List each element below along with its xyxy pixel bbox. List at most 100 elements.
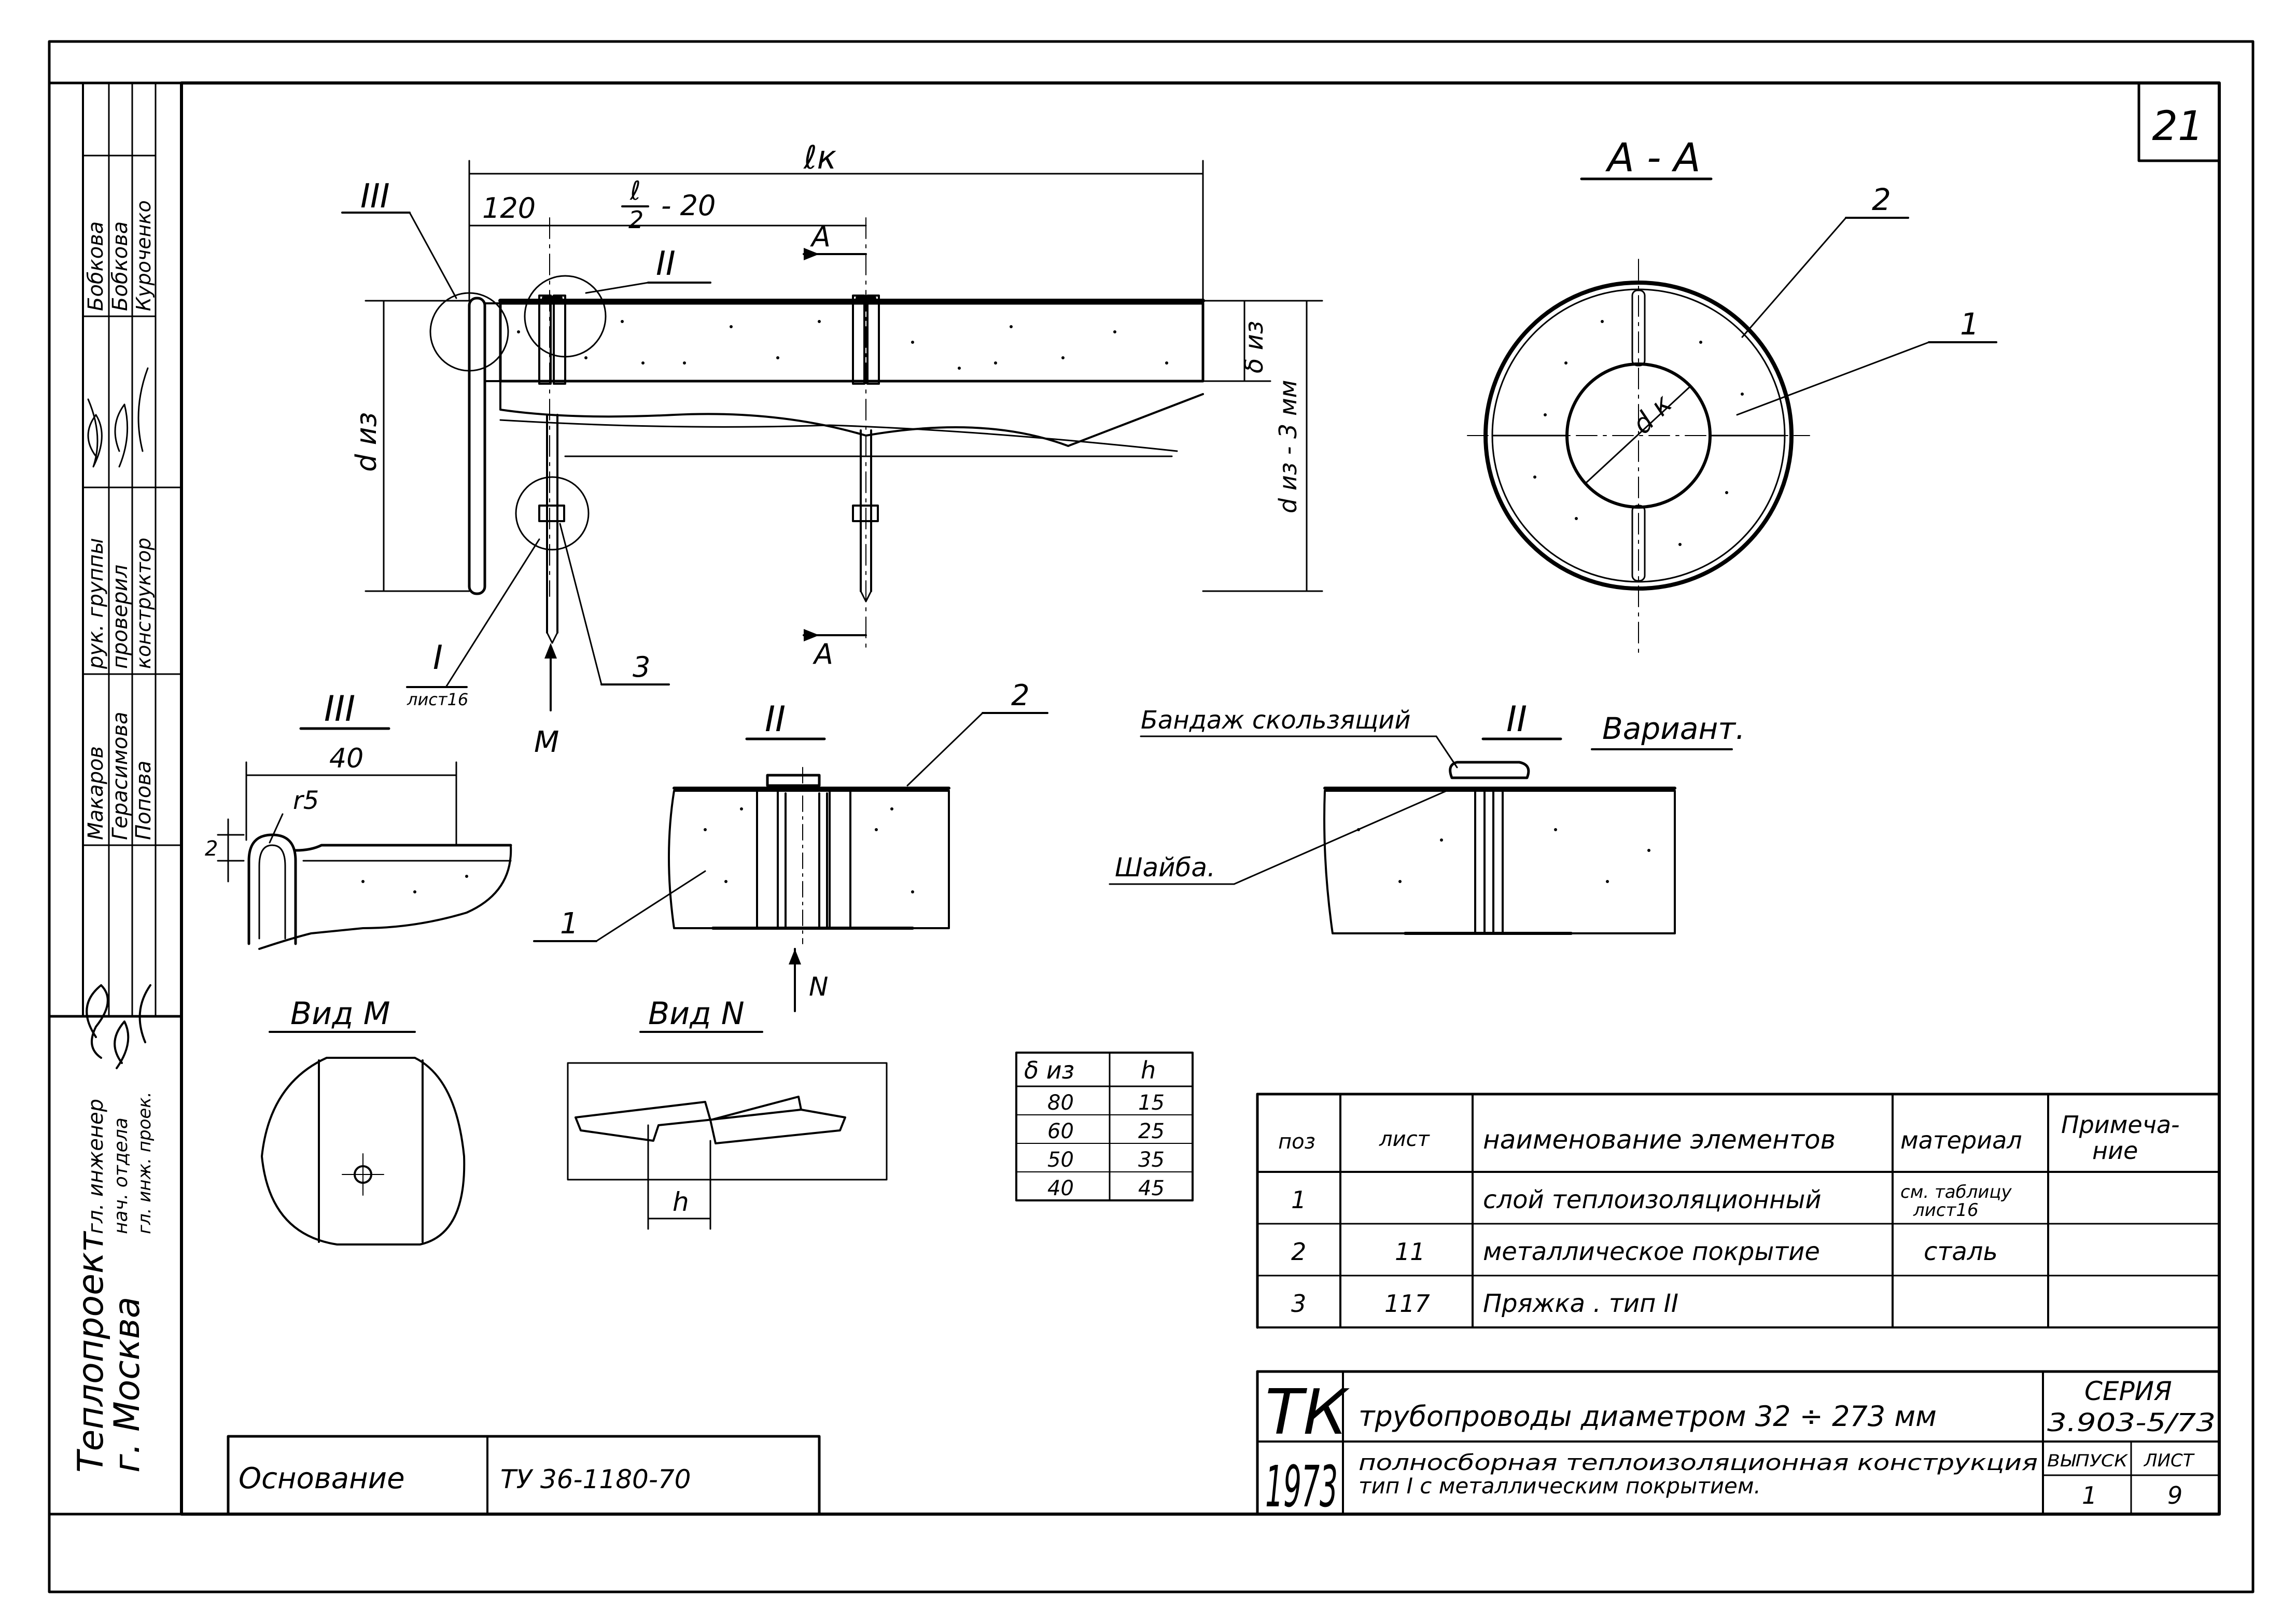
view-N-frame bbox=[567, 1062, 888, 1181]
org-line1: Теплопроект bbox=[71, 1230, 111, 1473]
spec-header-note-2: ние bbox=[2092, 1137, 2138, 1165]
spec-row-2-material: сталь bbox=[1924, 1237, 1998, 1266]
role-ruk-gruppy: рук. группы bbox=[84, 538, 108, 669]
section-AA-title: А - А bbox=[1605, 134, 1701, 180]
dim-lk: ℓк bbox=[803, 138, 837, 176]
series-label: СЕРИЯ bbox=[2084, 1376, 2172, 1406]
section-mark-top: A bbox=[810, 220, 831, 253]
h-table-cell: 50 bbox=[1047, 1148, 1074, 1172]
dim-l-half-tail: - 20 bbox=[661, 189, 716, 222]
spec-header-note-1: Примеча- bbox=[2061, 1111, 2180, 1139]
spec-row-2-pos: 2 bbox=[1291, 1238, 1306, 1266]
role-konstruktor: конструктор bbox=[132, 538, 155, 669]
name-popova: Попова bbox=[132, 761, 156, 840]
section-AA: А - А d к 2 1 bbox=[1467, 134, 1997, 654]
role-nach-otdela: нач. отдела bbox=[110, 1117, 132, 1234]
name-bobkova-1: Бобкова bbox=[84, 221, 108, 311]
page-number: 21 bbox=[2152, 103, 2203, 150]
callout-III: III bbox=[360, 177, 390, 216]
signature-scribble bbox=[86, 984, 151, 1069]
band-label: Бандаж скользящий bbox=[1141, 706, 1411, 735]
issue-value: 1 bbox=[2082, 1481, 2097, 1509]
view-M: Вид М bbox=[261, 996, 466, 1246]
h-table-cell: 45 bbox=[1138, 1177, 1165, 1200]
spec-row-3-sheet: 117 bbox=[1384, 1290, 1430, 1318]
detail-III-dim-40: 40 bbox=[329, 743, 363, 774]
view-N-dim-h: h bbox=[673, 1187, 689, 1217]
view-N-title: Вид N bbox=[648, 996, 745, 1032]
spec-row-2-sheet: 11 bbox=[1395, 1238, 1425, 1266]
view-arrow-N: N bbox=[809, 972, 828, 1002]
detail-III-circle bbox=[429, 292, 509, 372]
buckle-1 bbox=[538, 295, 566, 644]
detail-I-circle bbox=[515, 476, 590, 551]
spec-row-1-name: слой теплоизоляционный bbox=[1483, 1185, 1822, 1214]
signature-strip: гл. инженер нач. отдела гл. инж. проек. … bbox=[48, 82, 183, 1234]
issue-label: ВЫПУСК bbox=[2047, 1451, 2128, 1471]
h-table-cell: 40 bbox=[1047, 1177, 1074, 1200]
spec-header-sheet: лист bbox=[1379, 1127, 1431, 1151]
spec-row-1-material-2: лист16 bbox=[1913, 1200, 1979, 1221]
h-table-header-h: h bbox=[1141, 1056, 1156, 1084]
spec-row-1-material-1: см. таблицу bbox=[1900, 1182, 2012, 1202]
basis-label: Основание bbox=[239, 1462, 405, 1495]
section-pos2: 2 bbox=[1872, 182, 1891, 217]
dim-l-half-den: 2 bbox=[628, 206, 643, 234]
sheet-value: 9 bbox=[2167, 1481, 2182, 1509]
signature-scribble bbox=[87, 367, 149, 468]
basis-block: Основание ТУ 36-1180-70 bbox=[227, 1435, 821, 1516]
spec-row-2-name: металлическое покрытие bbox=[1483, 1237, 1820, 1266]
section-mark-bottom: A bbox=[813, 638, 833, 670]
name-kurochenko: Куроченко bbox=[132, 200, 155, 311]
name-makarov: Макаров bbox=[84, 746, 108, 840]
dim-l-half-num: ℓ bbox=[629, 176, 641, 206]
callout-3: 3 bbox=[633, 651, 650, 683]
detail-III-dim-2: 2 bbox=[205, 837, 218, 861]
detail-II: II 2 1 N bbox=[533, 679, 1048, 1012]
dim-diz3: d из - 3 мм bbox=[1274, 380, 1302, 513]
detail-II-title: II bbox=[765, 699, 786, 740]
detail-III-title: III bbox=[324, 689, 355, 730]
h-table-cell: 15 bbox=[1138, 1091, 1165, 1115]
name-bobkova-2: Бобкова bbox=[108, 221, 132, 311]
dim-120: 120 bbox=[482, 192, 536, 225]
title-line2: полносборная теплоизоляционная конструкц… bbox=[1359, 1450, 2038, 1475]
spec-table: поз лист наименование элементов материал… bbox=[1256, 1093, 2221, 1329]
dim-diz: d из bbox=[350, 412, 383, 472]
title-line1: трубопроводы диаметром 32 ÷ 273 мм bbox=[1359, 1400, 1937, 1433]
title-line3: тип I с металлическим покрытием. bbox=[1359, 1473, 1761, 1499]
view-N-zigzag bbox=[575, 1096, 802, 1142]
h-table-header-diz: δ из bbox=[1024, 1056, 1074, 1084]
series-value: 3.903-5/73 bbox=[2047, 1408, 2216, 1437]
h-table-cell: 25 bbox=[1138, 1120, 1165, 1143]
buckle-2 bbox=[852, 295, 880, 603]
year-mark: 1973 bbox=[1265, 1453, 1338, 1520]
detail-III-dim-r5: r5 bbox=[293, 786, 319, 815]
title-block: ТК 1973 трубопроводы диаметром 32 ÷ 273 … bbox=[1256, 1370, 2221, 1520]
callout-I: I bbox=[433, 639, 443, 677]
spec-row-1-pos: 1 bbox=[1291, 1186, 1306, 1214]
name-gerasimova: Герасимова bbox=[108, 711, 132, 840]
spec-header-pos: поз bbox=[1278, 1130, 1315, 1154]
role-gl-inzh-proek: гл. инж. проек. bbox=[134, 1092, 155, 1234]
section-dk: d к bbox=[1627, 388, 1678, 440]
h-table-cell: 35 bbox=[1138, 1148, 1165, 1172]
insulation-layer bbox=[499, 302, 1205, 383]
variant-label: Вариант. bbox=[1602, 711, 1745, 746]
pipe-break bbox=[499, 380, 1204, 447]
main-view: ℓк 120 ℓ 2 - 20 bbox=[341, 138, 1323, 759]
view-arrow-M: М bbox=[534, 725, 559, 759]
detail-III: III 40 r5 2 bbox=[205, 689, 512, 950]
spec-header-material: материал bbox=[1900, 1126, 2022, 1154]
callout-II: II bbox=[656, 245, 676, 283]
h-table-cell: 60 bbox=[1047, 1120, 1074, 1143]
detail-II-variant: II Вариант. Бандаж скользящий Шайба. bbox=[1109, 699, 1745, 935]
variant-title: II bbox=[1506, 699, 1527, 740]
detail-III-flange bbox=[247, 833, 297, 945]
h-table: δ из h 80 15 60 25 50 35 40 45 bbox=[1015, 1052, 1194, 1201]
h-table-cell: 80 bbox=[1047, 1091, 1074, 1115]
detail-II-pos1: 1 bbox=[560, 907, 579, 941]
paper-border bbox=[48, 40, 2255, 1593]
drawing-frame bbox=[180, 81, 2221, 1516]
